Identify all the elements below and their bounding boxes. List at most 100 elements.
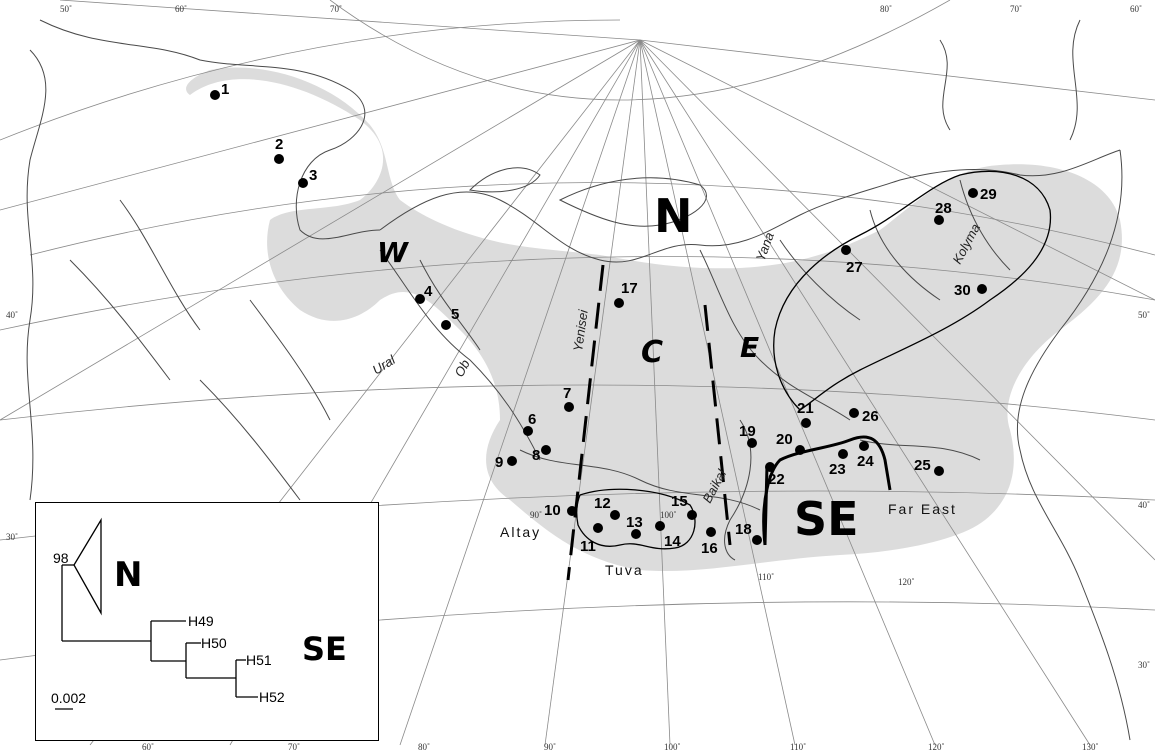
svg-text:22: 22 <box>768 471 785 488</box>
region-label-w: W <box>377 236 409 269</box>
site-8: 8 <box>532 445 551 464</box>
svg-text:8: 8 <box>532 447 540 464</box>
site-24: 24 <box>857 441 874 470</box>
svg-text:17: 17 <box>621 280 638 297</box>
deg-label: 80˚ <box>880 4 892 14</box>
haplotype-h51: H51 <box>246 652 272 668</box>
deg-label: 90˚ <box>530 510 542 520</box>
site-16: 16 <box>701 527 718 557</box>
deg-label: 60˚ <box>1130 4 1142 14</box>
site-29: 29 <box>968 186 997 203</box>
site-28: 28 <box>934 200 952 225</box>
region-label-se: SE <box>794 492 859 546</box>
site-17: 17 <box>614 280 638 308</box>
svg-text:14: 14 <box>664 533 681 550</box>
site-13: 13 <box>626 514 643 539</box>
phylogenetic-tree-inset: 98 N SE H49 H50 H51 H52 0.002 <box>35 502 379 741</box>
svg-text:16: 16 <box>701 540 718 557</box>
species-range-shading <box>186 67 1122 572</box>
site-20: 20 <box>776 431 805 455</box>
deg-label: 40˚ <box>6 310 18 320</box>
river-label-yenisei: Yenisei <box>570 308 591 353</box>
svg-text:1: 1 <box>221 81 229 98</box>
scale-label: 0.002 <box>51 690 86 706</box>
svg-text:15: 15 <box>671 493 688 510</box>
svg-text:11: 11 <box>580 538 596 555</box>
deg-label: 50˚ <box>1138 310 1150 320</box>
svg-text:28: 28 <box>935 200 952 217</box>
place-label-tuva: Tuva <box>605 562 644 578</box>
site-22: 22 <box>765 462 785 488</box>
deg-label: 120˚ <box>928 742 945 752</box>
site-3: 3 <box>298 167 317 188</box>
site-7: 7 <box>563 385 574 412</box>
site-25: 25 <box>914 457 944 476</box>
svg-text:18: 18 <box>735 521 752 538</box>
svg-text:10: 10 <box>544 502 561 519</box>
deg-label: 80˚ <box>418 742 430 752</box>
haplotype-h49: H49 <box>188 613 214 629</box>
site-9: 9 <box>495 454 517 471</box>
deg-label: 100˚ <box>664 742 681 752</box>
deg-label: 70˚ <box>288 742 300 752</box>
site-12: 12 <box>594 495 620 520</box>
svg-text:4: 4 <box>424 283 433 300</box>
region-boundaries <box>566 170 1052 581</box>
svg-text:30: 30 <box>954 282 971 299</box>
sampling-sites: 1 2 3 4 5 6 7 8 9 10 11 12 13 14 15 16 1… <box>210 81 997 557</box>
site-14: 14 <box>655 521 681 550</box>
haplotype-h50: H50 <box>201 635 227 651</box>
svg-text:3: 3 <box>309 167 317 184</box>
svg-text:12: 12 <box>594 495 611 512</box>
site-18: 18 <box>735 521 762 545</box>
deg-label: 60˚ <box>175 4 187 14</box>
deg-label: 70˚ <box>330 4 342 14</box>
svg-text:5: 5 <box>451 306 459 323</box>
site-4: 4 <box>415 283 433 304</box>
svg-text:6: 6 <box>528 411 536 428</box>
haplotype-h52: H52 <box>259 689 285 705</box>
svg-text:23: 23 <box>829 461 846 478</box>
region-label-c: C <box>641 335 663 370</box>
graticule-labels: 50˚ 60˚ 70˚ 80˚ 70˚ 60˚ 60˚ 70˚ 80˚ 90˚ … <box>6 4 1150 752</box>
svg-text:25: 25 <box>914 457 931 474</box>
svg-text:24: 24 <box>857 453 874 470</box>
site-19: 19 <box>739 423 757 448</box>
site-10: 10 <box>544 502 577 519</box>
bootstrap-value: 98 <box>53 550 69 566</box>
phylogenetic-tree: 98 N SE H49 H50 H51 H52 0.002 <box>51 517 347 710</box>
deg-label: 40˚ <box>1138 500 1150 510</box>
deg-label: 110˚ <box>790 742 806 752</box>
deg-label: 30˚ <box>1138 660 1150 670</box>
svg-text:21: 21 <box>797 400 814 417</box>
site-1: 1 <box>210 81 229 100</box>
region-label-n: N <box>654 189 693 243</box>
svg-text:7: 7 <box>563 385 571 402</box>
site-5: 5 <box>441 306 459 330</box>
svg-text:9: 9 <box>495 454 503 471</box>
svg-text:13: 13 <box>626 514 643 531</box>
deg-label: 50˚ <box>60 4 72 14</box>
site-30: 30 <box>954 282 987 299</box>
place-label-far-east: Far East <box>888 501 957 517</box>
deg-label: 130˚ <box>1082 742 1099 752</box>
site-27: 27 <box>841 245 863 276</box>
site-6: 6 <box>523 411 536 436</box>
svg-text:26: 26 <box>862 408 879 425</box>
clade-n-triangle <box>73 517 102 616</box>
site-21: 21 <box>797 400 814 428</box>
svg-text:19: 19 <box>739 423 756 440</box>
region-label-e: E <box>740 331 759 364</box>
deg-label: 70˚ <box>1010 4 1022 14</box>
site-26: 26 <box>849 408 879 425</box>
svg-text:27: 27 <box>846 259 863 276</box>
deg-label: 120˚ <box>898 577 915 587</box>
deg-label: 110˚ <box>758 572 774 582</box>
river-label-ob: Ob <box>451 357 472 379</box>
site-23: 23 <box>829 449 848 478</box>
deg-label: 100˚ <box>660 510 677 520</box>
deg-label: 30˚ <box>6 532 18 542</box>
clade-label-n: N <box>114 555 142 595</box>
deg-label: 60˚ <box>142 742 154 752</box>
svg-text:20: 20 <box>776 431 793 448</box>
